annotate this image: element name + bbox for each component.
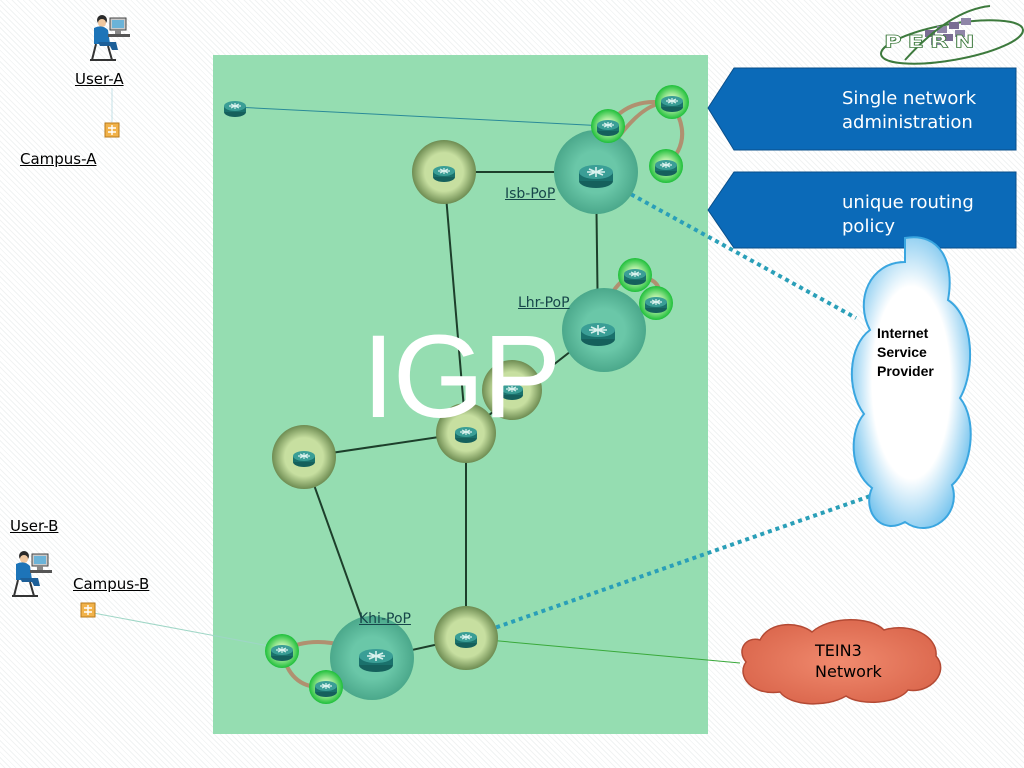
router-icon <box>660 95 684 113</box>
tein-cloud <box>741 619 942 705</box>
campus-a-link <box>234 106 607 127</box>
pern-logo-icon <box>880 5 1024 65</box>
tein-line: Network <box>815 662 882 681</box>
router-icon <box>432 165 456 183</box>
callout-routing-policy-text: unique routing policy <box>842 191 974 239</box>
isp-line: Service <box>877 344 927 360</box>
isp-link-isb <box>595 173 857 320</box>
core-router-icon <box>358 648 394 673</box>
tein-line: TEIN3 <box>815 641 862 660</box>
callout-line: administration <box>842 112 973 133</box>
campus-b-label: Campus-B <box>73 575 150 593</box>
campus-switch-icon <box>80 602 96 618</box>
pern-logo-text: PERN <box>884 32 981 52</box>
router-icon <box>654 159 678 177</box>
user-computer-icon <box>89 14 131 61</box>
campus-switch-icon <box>104 122 120 138</box>
callout-administration-text: Single network administration <box>842 87 976 135</box>
callout-line: unique routing <box>842 192 974 213</box>
router-icon <box>292 450 316 468</box>
router-icon <box>454 631 478 649</box>
user-computer-icon <box>11 550 53 597</box>
khi-pop-label: Khi-PoP <box>359 611 411 627</box>
core-router-icon <box>580 322 616 347</box>
isp-link-khi <box>465 492 877 640</box>
isp-cloud-text: Internet Service Provider <box>877 324 934 381</box>
callout-line: Single network <box>842 88 977 109</box>
router-icon <box>314 680 338 698</box>
user-a-label: User-A <box>75 70 124 88</box>
tein-link <box>465 637 741 664</box>
isp-cloud <box>850 236 972 529</box>
isb-pop-label: Isb-PoP <box>505 186 556 202</box>
lhr-pop-label: Lhr-PoP <box>518 295 570 311</box>
campus-a-label: Campus-A <box>20 150 97 168</box>
callout-administration <box>707 67 1017 151</box>
isp-line: Internet <box>877 325 929 341</box>
igp-label: IGP <box>362 311 561 443</box>
isp-line: Provider <box>877 363 934 379</box>
callout-routing-policy <box>707 171 1017 249</box>
user-b-label: User-B <box>10 517 59 535</box>
campus-b-link <box>87 611 281 649</box>
router-icon <box>596 119 620 137</box>
router-icon <box>270 644 294 662</box>
tein-cloud-text: TEIN3 Network <box>815 640 882 682</box>
router-icon <box>623 268 647 286</box>
callout-line: policy <box>842 216 895 237</box>
router-icon <box>223 100 247 118</box>
router-icon <box>644 296 668 314</box>
core-router-icon <box>578 164 614 189</box>
